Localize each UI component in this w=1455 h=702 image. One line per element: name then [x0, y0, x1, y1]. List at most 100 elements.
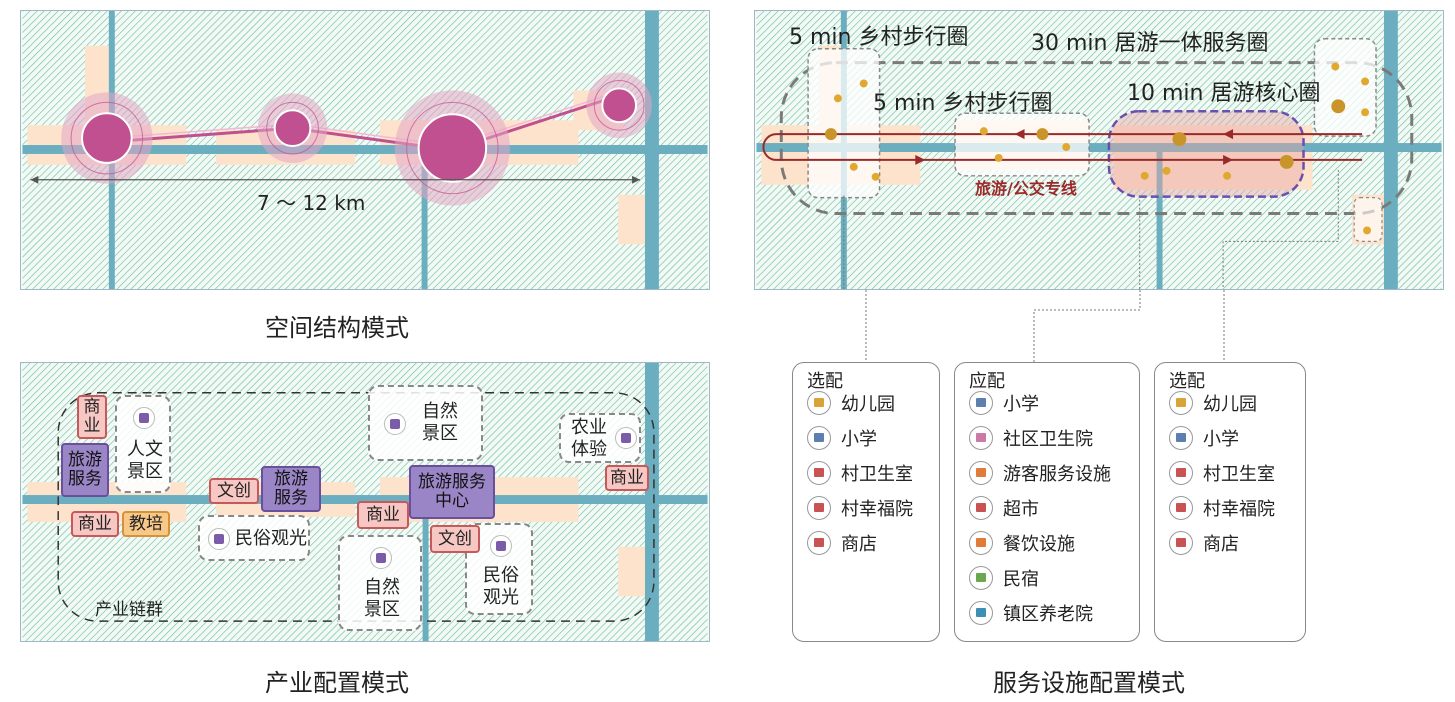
bus-line-arrow: [1014, 129, 1025, 140]
facility-dots: [824, 62, 1372, 235]
node-1: [61, 92, 153, 184]
kindergarten-icon: [807, 391, 831, 415]
tag-commerce-mid: 商业: [357, 501, 409, 529]
elderly-home-icon: [807, 496, 831, 520]
tag-tourism-center: 旅游服务中心: [409, 465, 495, 519]
service-panel: 5 min 乡村步行圈 30 min 居游一体服务圈 5 min 乡村步行圈 1…: [754, 10, 1444, 290]
folk-zone-left: 民俗观光: [198, 515, 310, 561]
box-title: 选配: [807, 371, 843, 392]
node-link: [106, 95, 614, 152]
humanities-zone-label: 人文景区: [127, 439, 163, 482]
facility-box-optional-left: 选配 幼儿园 小学 村卫生室 村幸福院 商店: [792, 362, 940, 642]
folk-costume-icon: [490, 535, 512, 557]
tag-commerce-right: 商业: [605, 465, 649, 491]
node-4: [586, 72, 652, 139]
spatial-structure-map: [22, 11, 708, 289]
tag-tourism-service-mid: 旅游服务: [261, 466, 321, 512]
life-30min-label: 30 min 居游一体服务圈: [1031, 31, 1269, 56]
facility-item: 镇区养老院: [969, 599, 1093, 627]
bus-line-arrow: [1223, 154, 1234, 165]
facility-item: 小学: [969, 389, 1039, 417]
nursing-home-icon: [969, 601, 993, 625]
tag-cultural-creative-1: 文创: [209, 478, 259, 504]
road: [1156, 150, 1163, 289]
node-3: [394, 90, 510, 206]
facility-item: 幼儿园: [1169, 389, 1257, 417]
road: [644, 363, 659, 641]
natural-zone-top-label: 自然景区: [422, 401, 458, 444]
bus-line-arrow: [1223, 129, 1234, 140]
tag-commerce-left: 商业: [71, 511, 119, 537]
tag-commerce-top: 商业: [77, 395, 107, 439]
distance-label: 7 ～ 12 km: [257, 191, 366, 215]
facility-item: 村卫生室: [1169, 459, 1275, 487]
facility-item: 商店: [807, 529, 877, 557]
homestay-icon: [969, 566, 993, 590]
box-title: 选配: [1169, 371, 1205, 392]
tag-cultural-creative-2: 文创: [430, 525, 480, 553]
facility-item: 商店: [1169, 529, 1239, 557]
service-map: [756, 11, 1442, 289]
folk-costume-icon: [208, 528, 230, 550]
facility-item: 幼儿园: [807, 389, 895, 417]
road: [421, 159, 428, 289]
agriculture-zone: 农业体验: [559, 413, 641, 463]
industry-caption: 产业配置模式: [265, 669, 409, 697]
road: [644, 11, 659, 289]
walk-zone-left: [807, 47, 881, 199]
mountain-icon: [384, 413, 406, 435]
agriculture-zone-label: 农业体验: [571, 417, 607, 460]
facility-item: 超市: [969, 494, 1039, 522]
shop-icon: [807, 531, 831, 555]
agriculture-icon: [615, 427, 637, 449]
facility-item: 小学: [1169, 424, 1239, 452]
natural-zone-top: 自然景区: [368, 385, 483, 461]
humanities-zone: 人文景区: [115, 395, 171, 493]
natural-zone-bottom: 自然景区: [338, 535, 422, 631]
bus-line-label: 旅游/公交专线: [975, 179, 1077, 198]
service-caption: 服务设施配置模式: [993, 669, 1185, 697]
natural-zone-bottom-label: 自然景区: [364, 577, 400, 620]
spatial-structure-panel: 7 ～ 12 km: [20, 10, 710, 290]
bus-line-arrow: [915, 154, 926, 165]
walk-zone-corner: [1353, 197, 1383, 242]
clinic-icon: [807, 461, 831, 485]
health-center-icon: [969, 426, 993, 450]
facility-item: 游客服务设施: [969, 459, 1111, 487]
visitor-service-icon: [969, 461, 993, 485]
shop-icon: [1169, 531, 1193, 555]
main-road: [756, 143, 1442, 152]
facility-item: 村幸福院: [1169, 494, 1275, 522]
road: [422, 502, 429, 641]
school-icon: [807, 426, 831, 450]
school-icon: [969, 391, 993, 415]
facility-item: 社区卫生院: [969, 424, 1093, 452]
road: [1383, 11, 1398, 289]
walk-zone-right: [1313, 38, 1377, 137]
folk-zone-right-label: 民俗观光: [483, 565, 519, 608]
circle-30min-outline: [779, 61, 1414, 216]
elderly-home-icon: [1169, 496, 1193, 520]
facility-item: 村卫生室: [807, 459, 913, 487]
facility-item: 民宿: [969, 564, 1039, 592]
main-road: [22, 145, 708, 154]
core-10min-label: 10 min 居游核心圈: [1127, 81, 1321, 106]
industry-panel: 人文景区 自然景区 农业体验 民俗观光 自然景区 民俗观光 商业 旅游服务 商业…: [20, 362, 710, 642]
facility-item: 村幸福院: [807, 494, 913, 522]
supermarket-icon: [969, 496, 993, 520]
museum-icon: [133, 407, 155, 429]
mountain-icon: [370, 547, 392, 569]
walk-5min-top-label: 5 min 乡村步行圈: [789, 25, 969, 50]
facility-item: 小学: [807, 424, 877, 452]
tag-tourism-service-left: 旅游服务: [61, 443, 109, 497]
node-link: [106, 92, 614, 147]
spatial-caption: 空间结构模式: [265, 314, 409, 342]
clinic-icon: [1169, 461, 1193, 485]
node-2: [257, 93, 328, 163]
facility-box-optional-right: 选配 幼儿园 小学 村卫生室 村幸福院 商店: [1154, 362, 1306, 642]
main-road: [22, 495, 708, 504]
tag-education: 教培: [122, 511, 170, 537]
distance-arrow: [30, 175, 641, 184]
walk-5min-mid-label: 5 min 乡村步行圈: [873, 91, 1053, 116]
kindergarten-icon: [1169, 391, 1193, 415]
